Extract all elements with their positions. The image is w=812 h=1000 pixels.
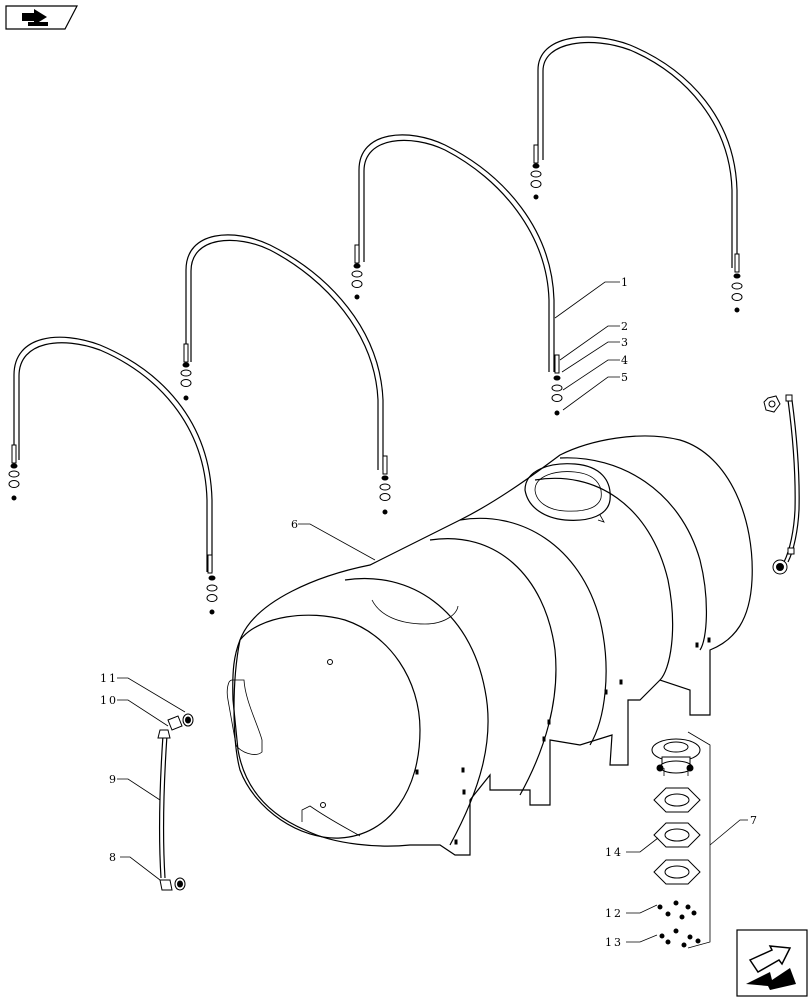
tank-strap-1 <box>8 336 218 615</box>
callout-13: 13 <box>605 936 623 949</box>
callout-11: 11 <box>100 672 118 685</box>
gasket-2 <box>653 822 701 848</box>
next-page-arrow-icon[interactable] <box>736 929 808 997</box>
spray-tank <box>226 435 753 856</box>
callout-2: 2 <box>621 320 630 333</box>
callout-5: 5 <box>621 371 630 384</box>
callout-labels: 1 2 3 4 5 6 7 8 9 10 11 12 13 14 <box>100 276 759 949</box>
book-arrow-icon[interactable] <box>5 5 78 30</box>
callout-14: 14 <box>605 846 623 859</box>
callout-7: 7 <box>750 814 759 827</box>
callout-8: 8 <box>109 851 118 864</box>
callout-3: 3 <box>621 336 630 349</box>
callout-10: 10 <box>100 694 118 707</box>
tank-strap-3 <box>351 134 563 416</box>
callout-1: 1 <box>621 276 630 289</box>
tank-fill-well <box>524 463 611 523</box>
callout-leaders <box>117 281 748 943</box>
callout-6: 6 <box>291 518 300 531</box>
callout-12: 12 <box>605 907 623 920</box>
tank-strap-2 <box>180 234 391 515</box>
callout-9: 9 <box>109 773 118 786</box>
gasket-1 <box>653 787 701 813</box>
callout-4: 4 <box>621 354 630 367</box>
fill-well-kit <box>651 731 711 949</box>
tank-strap-4 <box>530 36 743 313</box>
gasket-3 <box>653 859 701 885</box>
left-hose-assembly <box>157 713 194 891</box>
right-hose-assembly <box>763 394 800 575</box>
